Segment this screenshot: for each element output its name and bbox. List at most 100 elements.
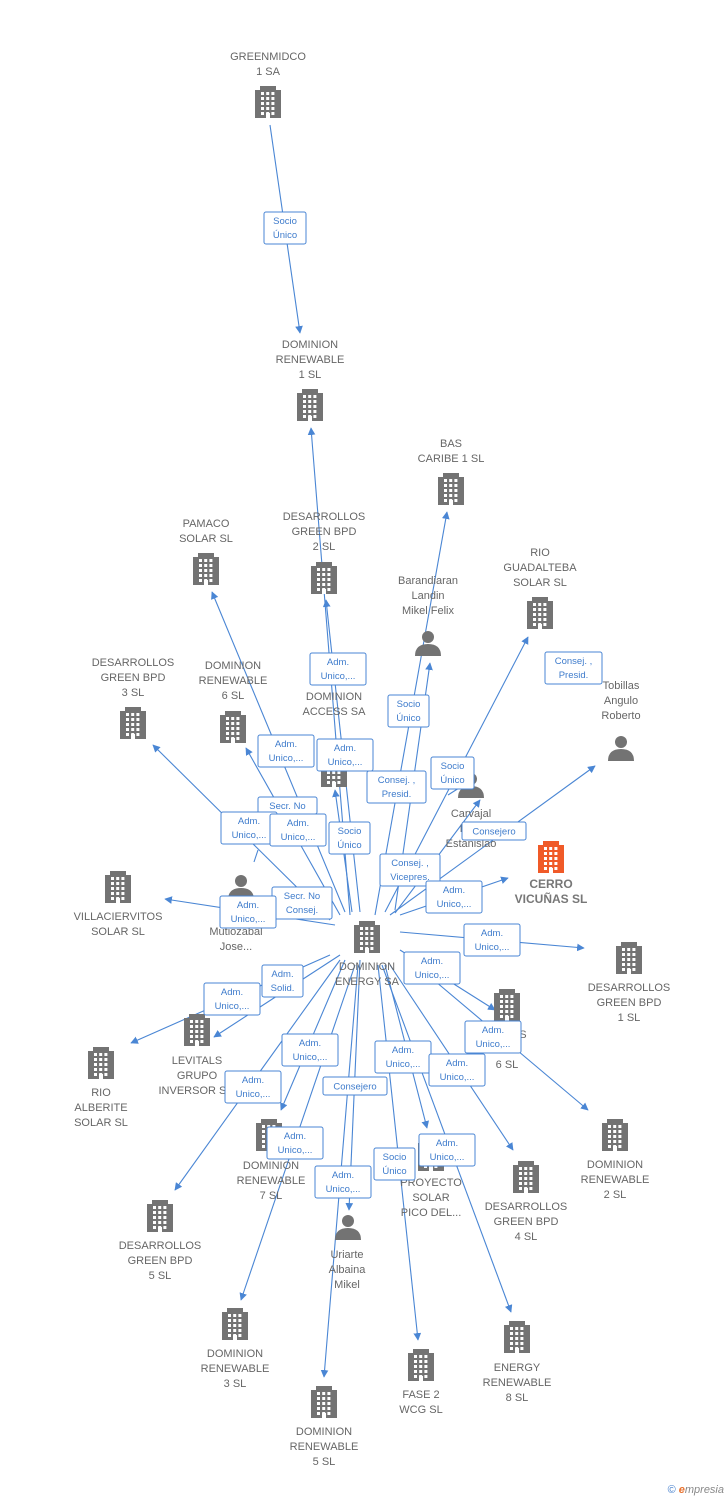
relation-text: Unico,... xyxy=(440,1072,475,1083)
node-label: RENEWABLE xyxy=(276,354,345,366)
relation-label-25[interactable]: Consejero xyxy=(322,1076,388,1096)
building-icon xyxy=(438,473,464,505)
relation-label-2[interactable]: Adm.Unico,... xyxy=(309,652,367,686)
relation-label-30[interactable]: Adm.Unico,... xyxy=(418,1133,476,1167)
relation-box xyxy=(403,951,461,985)
relation-label-17[interactable]: Adm.Unico,... xyxy=(219,895,277,929)
relation-label-6[interactable]: Adm.Unico,... xyxy=(316,738,374,772)
relation-text: Presid. xyxy=(559,670,589,681)
node-label: RENEWABLE xyxy=(290,1441,359,1453)
node-label: VICUÑAS SL xyxy=(515,891,588,906)
node-label: DOMINION xyxy=(339,961,395,973)
relation-label-11[interactable]: Adm.Unico,... xyxy=(269,813,327,847)
building-icon xyxy=(504,1321,530,1353)
relation-label-21[interactable]: Adm.Unico,... xyxy=(203,982,261,1016)
building-icon xyxy=(297,389,323,421)
relation-text: Socio xyxy=(397,699,421,710)
relation-label-7[interactable]: Consej. ,Presid. xyxy=(366,770,427,804)
relation-label-18[interactable]: Adm.Unico,... xyxy=(463,923,521,957)
node-label: SOLAR xyxy=(412,1192,449,1204)
relation-box xyxy=(461,821,527,841)
node-label: Mikel Felix xyxy=(402,605,454,617)
node-label: 2 SL xyxy=(604,1189,627,1201)
relation-box xyxy=(224,1070,282,1104)
relation-label-19[interactable]: Adm. Unico,... xyxy=(403,951,461,985)
node-label: RENEWABLE xyxy=(581,1174,650,1186)
relation-text: Adm. xyxy=(287,818,309,829)
relation-label-31[interactable]: Adm.Unico,... xyxy=(314,1165,372,1199)
node-label: CARIBE 1 SL xyxy=(418,453,485,465)
relation-label-24[interactable]: Adm.Unico,... xyxy=(374,1040,432,1074)
relation-label-3[interactable]: Consej. ,Presid. xyxy=(544,651,603,685)
relation-label-14[interactable]: Consej. ,Vicepres. xyxy=(379,853,441,887)
relation-text: Adm. xyxy=(421,956,443,967)
node-label: 3 SL xyxy=(224,1378,247,1390)
node-label: BAS xyxy=(440,438,462,450)
relation-label-26[interactable]: Adm.Unico,... xyxy=(428,1053,486,1087)
relation-text: Unico,... xyxy=(415,970,450,981)
relation-label-23[interactable]: Adm.Unico,... xyxy=(281,1033,339,1067)
relation-label-27[interactable]: Adm.Unico,... xyxy=(224,1070,282,1104)
person-icon xyxy=(415,631,441,656)
node-label: SOLAR SL xyxy=(91,926,145,938)
node-label: 6 SL xyxy=(222,690,245,702)
node-label: RENEWABLE xyxy=(201,1363,270,1375)
relation-label-9[interactable]: Secr. No xyxy=(257,796,318,815)
relation-text: Socio xyxy=(441,761,465,772)
node-label: DOMINION xyxy=(296,1426,352,1438)
relation-label-5[interactable]: Adm.Unico,... xyxy=(257,734,315,768)
footer-brand[interactable]: © empresia xyxy=(668,1484,724,1496)
node-label: 1 SL xyxy=(618,1012,641,1024)
relation-label-22[interactable]: Adm.Unico,... xyxy=(464,1020,522,1054)
relation-label-20[interactable]: Adm.Solid. xyxy=(261,964,304,998)
building-icon xyxy=(184,1014,210,1046)
relation-label-28[interactable]: Adm.Unico,... xyxy=(266,1126,324,1160)
relation-text: Adm. xyxy=(392,1045,414,1056)
relation-box xyxy=(464,1020,522,1054)
relation-label-10[interactable]: Adm.Unico,... xyxy=(220,811,278,845)
relation-box xyxy=(257,734,315,768)
relation-text: Único xyxy=(440,775,464,786)
relation-text: Adm. xyxy=(332,1170,354,1181)
building-icon xyxy=(193,553,219,585)
node-label: GREENMIDCO xyxy=(230,51,306,63)
relation-box xyxy=(314,1165,372,1199)
relation-text: Adm. xyxy=(436,1138,458,1149)
relation-text: Socio xyxy=(273,216,297,227)
node-bas-caribe[interactable]: BAS CARIBE 1 SL xyxy=(418,438,485,505)
relation-label-13[interactable]: Consejero xyxy=(461,821,527,841)
relation-label-15[interactable]: Adm.Unico,... xyxy=(425,880,483,914)
node-label: Angulo xyxy=(604,695,638,707)
